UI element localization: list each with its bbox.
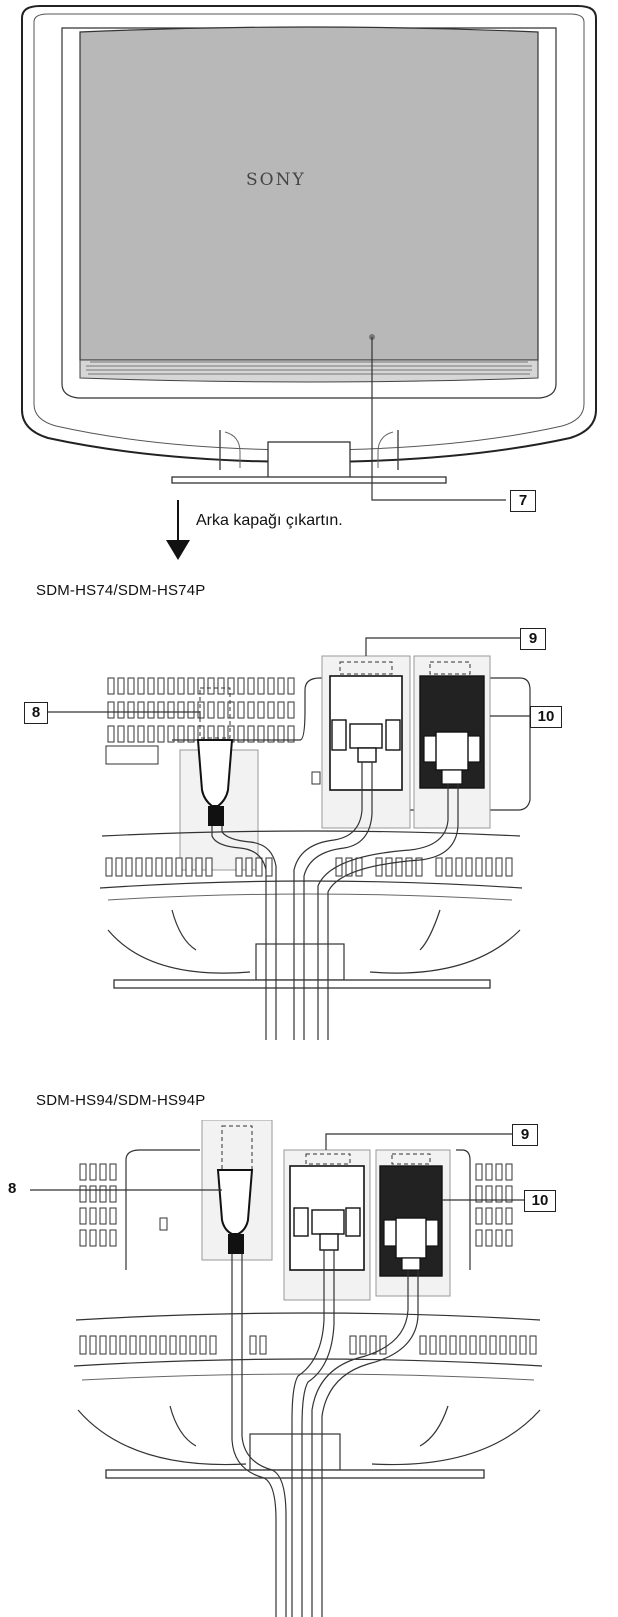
callout-8-hs74: 8	[24, 702, 48, 724]
vent-grille-upper	[107, 677, 295, 743]
monitor-front-figure	[21, 5, 597, 560]
vent-grille-lower	[79, 1335, 537, 1355]
callout-7: 7	[510, 490, 536, 512]
power-plug	[216, 1169, 254, 1235]
vent-grille-lower	[105, 857, 513, 877]
brand-logo: SONY	[246, 170, 306, 190]
callout-10-hs94: 10	[524, 1190, 556, 1212]
side-vents	[79, 1163, 513, 1247]
power-plug	[196, 739, 234, 807]
callout-10-hs74: 10	[530, 706, 562, 728]
hs74-rear-figure	[48, 637, 531, 1040]
cables	[211, 762, 459, 1040]
hs94-rear-figure	[30, 1120, 543, 1617]
callout-9-hs74: 9	[520, 628, 546, 650]
instruction-text: Arka kapağı çıkartın.	[196, 512, 343, 529]
monitor-screen	[79, 26, 539, 361]
model-label-hs74: SDM-HS74/SDM-HS74P	[36, 582, 206, 599]
cables	[231, 1250, 419, 1617]
model-label-hs94: SDM-HS94/SDM-HS94P	[36, 1092, 206, 1109]
callout-9-hs94: 9	[512, 1124, 538, 1146]
callout-8-hs94: 8	[8, 1180, 17, 1197]
